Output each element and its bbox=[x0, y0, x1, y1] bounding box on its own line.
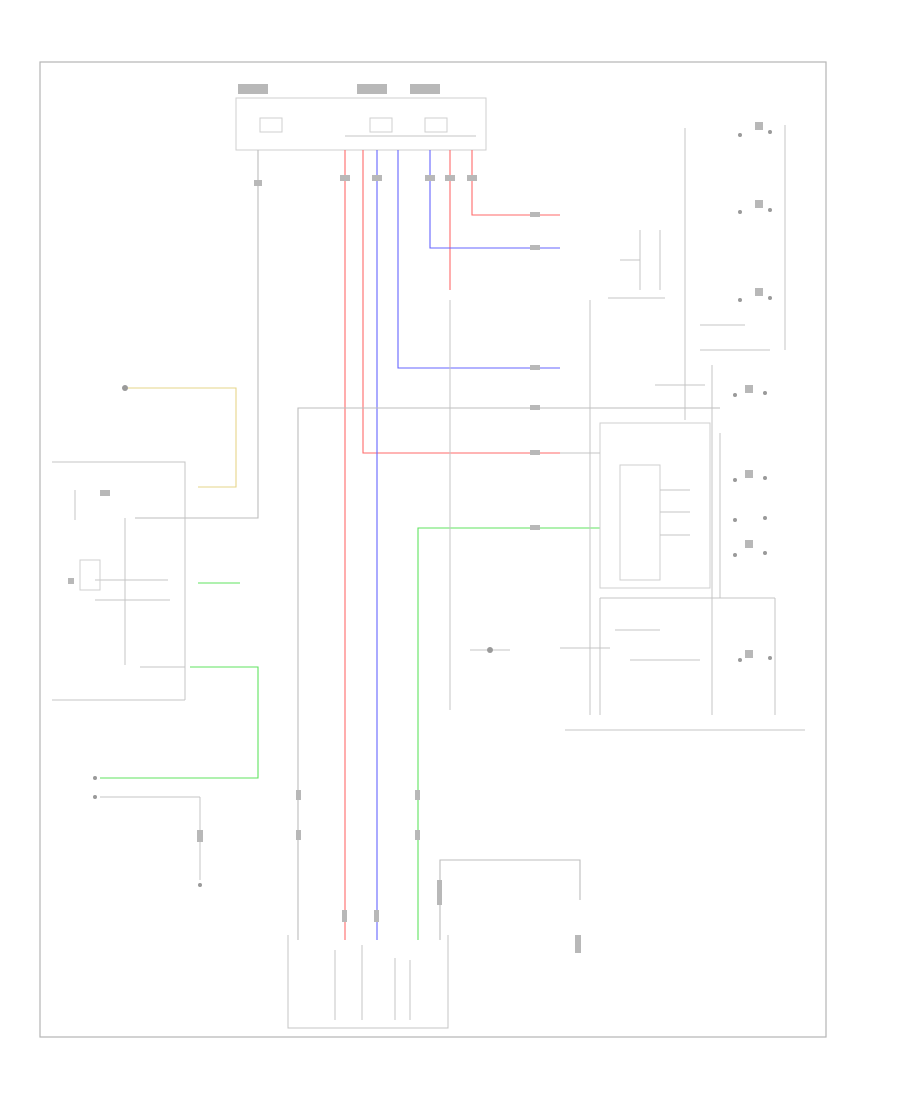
wire-red-top bbox=[471, 150, 560, 216]
wire-green-relay bbox=[417, 527, 600, 940]
wire-gray-feed bbox=[135, 150, 259, 519]
fuse-junction-block bbox=[235, 84, 487, 151]
wire-yellow bbox=[125, 387, 237, 488]
wire-blue-branch bbox=[397, 150, 560, 369]
bottom-connector-block bbox=[287, 790, 449, 1029]
relay-module-left bbox=[52, 461, 186, 701]
wire-blue-top bbox=[429, 150, 560, 249]
diagram-frame bbox=[39, 61, 827, 1038]
switch-left-lower bbox=[93, 776, 203, 887]
switch-contacts-right bbox=[122, 122, 772, 953]
wire-terminal-markers bbox=[254, 175, 540, 530]
wire-red-branch bbox=[362, 150, 560, 454]
wire-gray-440 bbox=[439, 859, 581, 940]
wire-green-lower bbox=[100, 666, 259, 779]
switch-assembly-right bbox=[449, 125, 805, 731]
wire-gray-middle bbox=[297, 407, 720, 940]
